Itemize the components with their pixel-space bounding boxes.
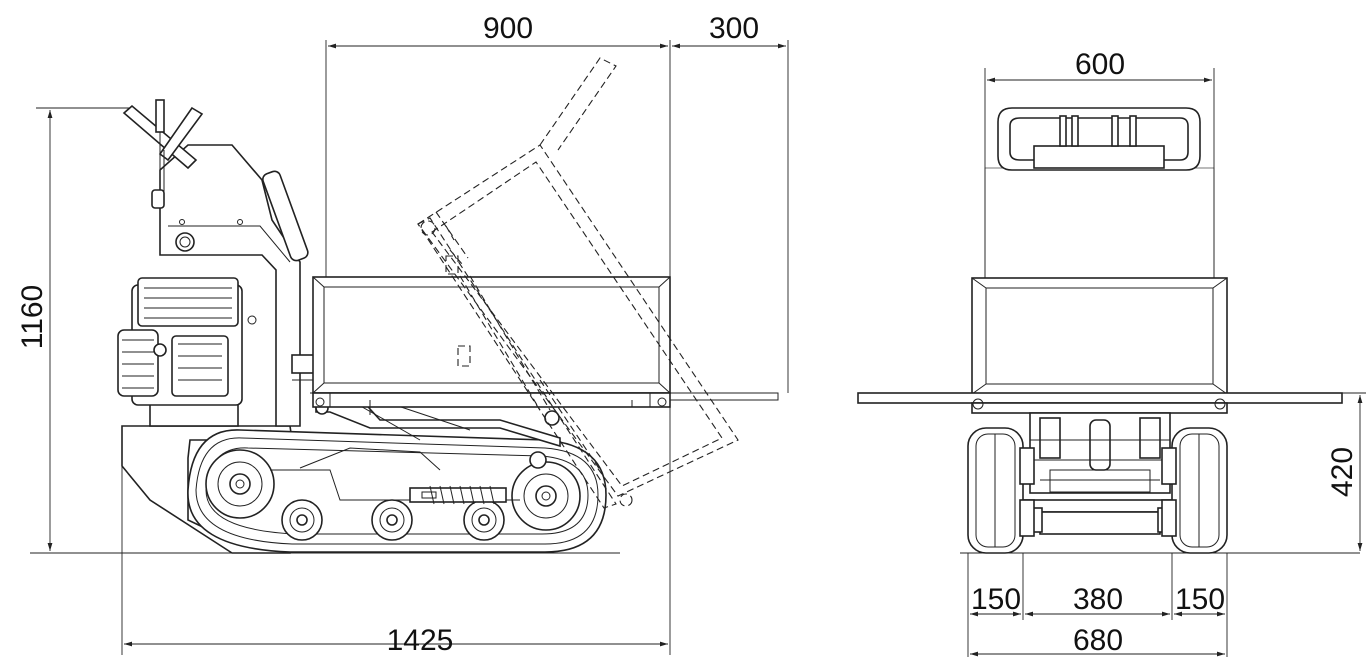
dim-bed-height: 420	[1326, 447, 1359, 497]
dim-total-height: 1160	[16, 285, 49, 350]
tension-spring	[409, 485, 507, 505]
dim-overhang: 300	[709, 12, 759, 45]
dump-bed-raised	[417, 57, 739, 509]
left-track	[967, 427, 1035, 554]
front-bed	[857, 277, 1343, 414]
front-handle	[997, 107, 1201, 171]
dim-track-width-left: 150	[971, 583, 1021, 616]
crawler-track	[187, 429, 607, 553]
front-bed-flange	[857, 392, 1343, 404]
road-wheels	[281, 499, 505, 541]
right-track	[1161, 427, 1228, 554]
front-dimensions: 600 420 150 380 150 680	[967, 48, 1366, 657]
dim-track-gap: 380	[1073, 583, 1123, 616]
dim-total-width: 680	[1073, 624, 1123, 657]
dim-bed-length: 900	[483, 12, 533, 45]
front-view: 600 420 150 380 150 680	[857, 48, 1366, 657]
front-undercarriage	[1019, 412, 1181, 535]
dim-track-width-right: 150	[1175, 583, 1225, 616]
dim-bed-width: 600	[1075, 48, 1125, 81]
engine	[117, 277, 243, 427]
air-filter	[137, 277, 239, 327]
recoil-starter	[117, 329, 159, 397]
gauge-knob	[175, 232, 195, 252]
right-handle	[158, 106, 204, 162]
side-view: 900 300 1160 1425	[16, 12, 789, 657]
side-dimensions: 900 300 1160 1425	[16, 12, 789, 657]
bed-upper-outline	[984, 167, 1215, 279]
dim-total-length: 1425	[387, 624, 454, 657]
control-tower	[122, 99, 309, 427]
